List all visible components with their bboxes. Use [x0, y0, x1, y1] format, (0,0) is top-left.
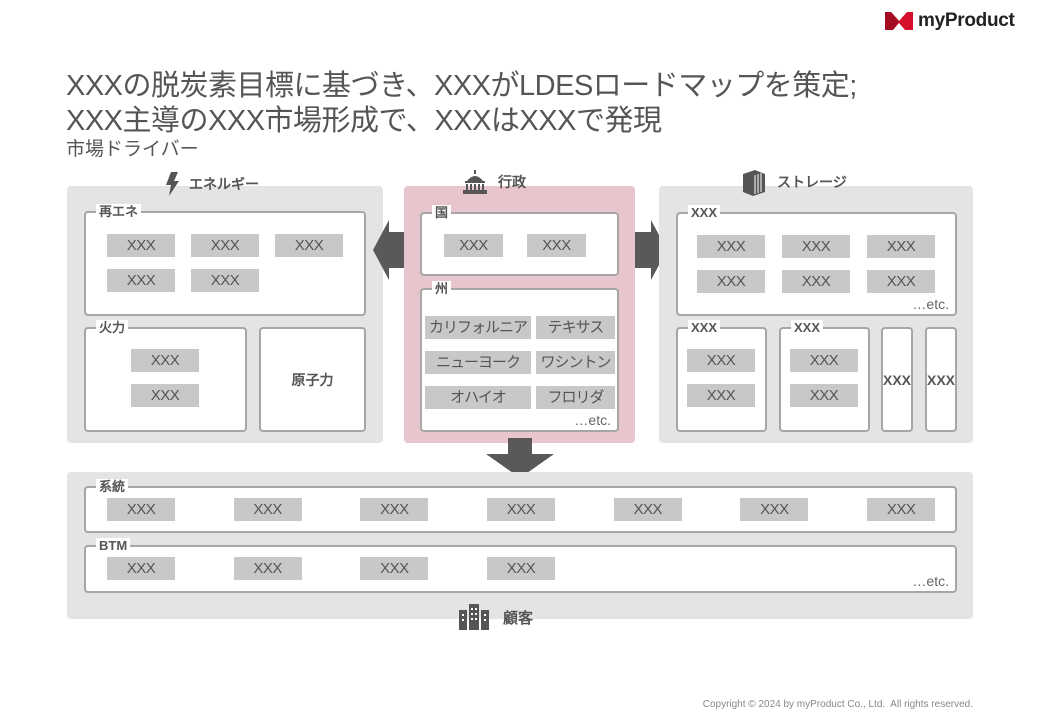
renewable-label: 再エネ: [96, 204, 142, 219]
storage-sub3-box: XXX: [881, 327, 913, 432]
buildings-icon: [459, 604, 489, 630]
chip-group: XXX XXX: [444, 234, 586, 257]
page-title-line2: XXX主導のXXX市場形成で、XXXはXXXで発現: [66, 105, 662, 137]
national-label: 国: [432, 205, 452, 220]
brand-name: myProduct: [918, 10, 1015, 31]
item-chip: XXX: [131, 384, 199, 407]
item-chip: フロリダ: [536, 386, 615, 409]
thermal-box: 火力 XXX XXX: [84, 320, 247, 432]
government-panel: 行政 国 XXX XXX 州 カリフォルニアテキサスニューヨークワシントンオハイオ…: [404, 170, 635, 443]
item-chip: XXX: [867, 235, 935, 258]
storage-top-etc: …etc.: [912, 296, 949, 312]
page-subtitle: 市場ドライバー: [66, 139, 199, 160]
item-chip: ニューヨーク: [425, 351, 531, 374]
arrow-right-icon: [627, 220, 667, 280]
item-chip: XXX: [782, 235, 850, 258]
state-label: 州: [432, 281, 452, 296]
storage-title-label: ストレージ: [777, 174, 847, 190]
item-chip: XXX: [233, 557, 302, 580]
storage-sub4-box: XXX: [925, 327, 957, 432]
item-chip: XXX: [740, 498, 809, 521]
arrow-down-icon: [486, 438, 554, 478]
storage-sub1-box: XXX XXX XXX: [676, 320, 767, 432]
item-chip: XXX: [191, 269, 259, 292]
item-chip: XXX: [613, 498, 682, 521]
grid-box: 系統 XXX XXX XXX XXX XXX XXX XXX: [84, 479, 957, 533]
item-chip: XXX: [867, 498, 936, 521]
btm-etc: …etc.: [912, 573, 949, 589]
btm-label: BTM: [96, 538, 131, 553]
server-icon: [743, 170, 765, 196]
chip-group: XXX XXX XXX XXX XXX XXX: [697, 235, 935, 293]
storage-sub2-label: XXX: [791, 320, 824, 335]
state-etc: …etc.: [574, 412, 611, 428]
lightning-icon: [166, 172, 179, 196]
item-chip: XXX: [782, 270, 850, 293]
nuclear-box: 原子力: [259, 327, 366, 432]
storage-sub1-label: XXX: [688, 320, 721, 335]
chip-group: XXX XXX: [131, 349, 199, 407]
chip-group: XXX XXX XXX XXX XXX: [107, 234, 343, 292]
item-chip: XXX: [107, 498, 175, 521]
customer-title-label: 顧客: [503, 609, 534, 627]
item-chip: XXX: [697, 235, 765, 258]
government-title-label: 行政: [498, 174, 526, 190]
brand-logo-icon: [885, 12, 913, 30]
energy-title: エネルギー: [165, 172, 259, 196]
grid-label: 系統: [96, 479, 129, 494]
item-chip: XXX: [191, 234, 259, 257]
energy-title-label: エネルギー: [189, 176, 259, 192]
item-chip: XXX: [131, 349, 199, 372]
capitol-icon: [463, 170, 487, 194]
renewable-box: 再エネ XXX XXX XXX XXX XXX: [84, 204, 366, 316]
storage-top-label: XXX: [688, 205, 721, 220]
btm-box: BTM XXX XXX XXX XXX …etc.: [84, 538, 957, 593]
energy-panel: エネルギー 再エネ XXX XXX XXX XXX XXX 火力 XXX XXX 原子力: [67, 172, 383, 443]
item-chip: ワシントン: [536, 351, 615, 374]
chip-group: カリフォルニアテキサスニューヨークワシントンオハイオフロリダ: [425, 316, 615, 409]
copyright: Copyright © 2024 by myProduct Co., Ltd. …: [702, 699, 973, 710]
item-chip: XXX: [233, 498, 302, 521]
arrow-left-icon: [373, 220, 413, 280]
storage-sub4-label: XXX: [926, 371, 955, 388]
item-chip: XXX: [360, 498, 429, 521]
item-chip: XXX: [687, 384, 755, 407]
item-chip: XXX: [687, 349, 755, 372]
item-chip: XXX: [360, 557, 429, 580]
item-chip: XXX: [275, 234, 343, 257]
item-chip: XXX: [487, 557, 556, 580]
item-chip: XXX: [790, 384, 858, 407]
page-title-line1: XXXの脱炭素目標に基づき、XXXがLDESロードマップを策定;: [66, 70, 857, 102]
item-chip: XXX: [444, 234, 503, 257]
item-chip: XXX: [107, 557, 175, 580]
storage-top-box: XXX XXX XXX XXX XXX XXX XXX …etc.: [676, 205, 957, 316]
storage-title: ストレージ: [741, 168, 847, 196]
item-chip: XXX: [107, 269, 175, 292]
storage-sub2-box: XXX XXX XXX: [779, 320, 870, 432]
item-chip: カリフォルニア: [425, 316, 531, 339]
item-chip: XXX: [527, 234, 586, 257]
thermal-label: 火力: [96, 320, 129, 335]
item-chip: テキサス: [536, 316, 615, 339]
item-chip: XXX: [790, 349, 858, 372]
brand-logo: myProduct: [885, 10, 1015, 32]
item-chip: XXX: [867, 270, 935, 293]
nuclear-label: 原子力: [291, 371, 334, 388]
national-box: 国 XXX XXX: [420, 205, 619, 276]
chip-group: XXX XXX XXX XXX: [107, 557, 556, 580]
customer-title: 顧客: [459, 604, 533, 630]
state-box: 州 カリフォルニアテキサスニューヨークワシントンオハイオフロリダ …etc.: [420, 281, 619, 432]
chip-group: XXX XXX: [687, 349, 755, 407]
chip-group: XXX XXX: [790, 349, 858, 407]
chip-group: XXX XXX XXX XXX XXX XXX XXX: [107, 498, 936, 521]
government-title: 行政: [462, 170, 526, 194]
storage-sub3-label: XXX: [882, 371, 911, 388]
item-chip: XXX: [487, 498, 556, 521]
item-chip: XXX: [697, 270, 765, 293]
item-chip: XXX: [107, 234, 175, 257]
item-chip: オハイオ: [425, 386, 531, 409]
